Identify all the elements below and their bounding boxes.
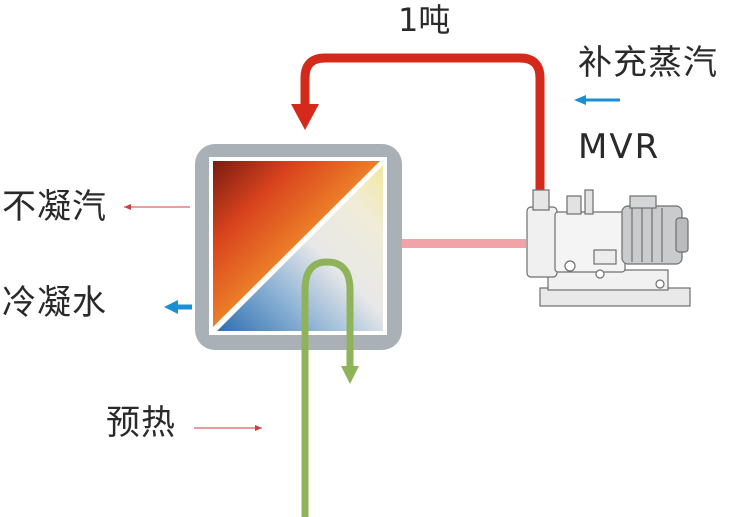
supplement-steam-arrow: [574, 95, 620, 105]
condensed-water-label: 冷凝水: [2, 283, 107, 323]
cold-side-triangle: [217, 165, 383, 331]
preheat-pipe: [301, 258, 354, 517]
steam-loop-pipe: [300, 53, 545, 190]
preheat-label: 预热: [106, 403, 176, 443]
steam-loop-arrowhead: [291, 104, 319, 130]
non-condensable-gas-label: 不凝汽: [2, 187, 107, 227]
mvr-label: MVR: [578, 127, 661, 167]
heat-exchanger: [195, 144, 402, 350]
preheat-arrowhead: [341, 366, 359, 384]
condensate-arrow: [164, 300, 192, 314]
mvr-compressor: [526, 189, 691, 307]
hot-side-triangle: [213, 161, 380, 327]
top-amount-label: 1吨: [398, 1, 451, 39]
supplement-steam-label: 补充蒸汽: [578, 43, 718, 83]
compressor-link: [398, 239, 526, 248]
